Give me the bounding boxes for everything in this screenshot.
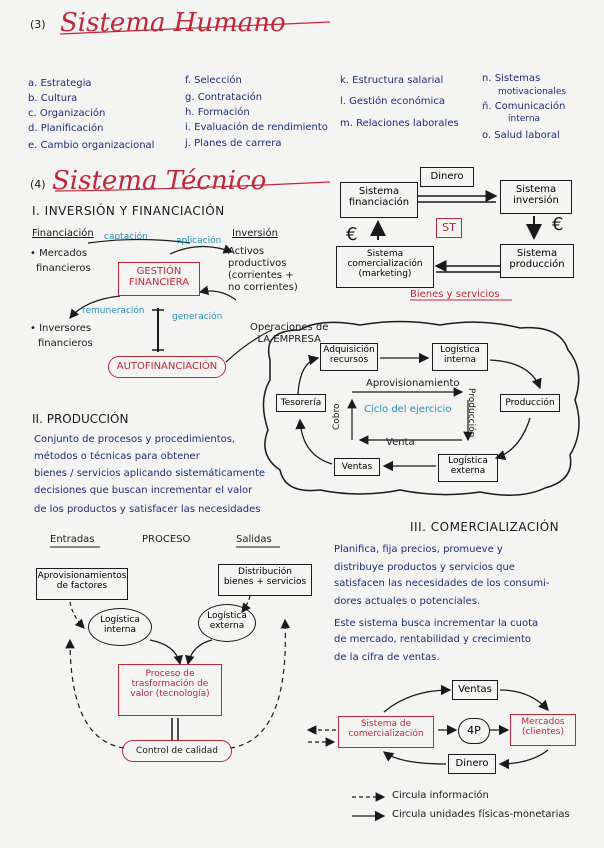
section3-number: (3) [30, 18, 46, 31]
comercial-p2-3: de la cifra de ventas. [334, 652, 440, 663]
inversores-financieros: financieros [38, 338, 93, 349]
comercial-p1-1: Planifica, fija precios, promueve y [334, 544, 503, 555]
comercial-p1-2: distribuye productos y servicios que [334, 562, 515, 573]
euro-right: € [552, 214, 564, 235]
s3-item-f: f. Selección [185, 75, 242, 86]
inversion-label: Inversión [232, 228, 278, 239]
bienes-servicios-label: Bienes y servicios [410, 289, 500, 300]
inversion-heading: I. INVERSIÓN Y FINANCIACIÓN [32, 204, 225, 218]
s3-item-i: i. Evaluación de rendimiento [185, 122, 328, 133]
s3-item-m: m. Relaciones laborales [340, 118, 459, 129]
euro-left: € [346, 224, 358, 245]
mercados-financieros: financieros [36, 263, 91, 274]
st-box: ST [436, 218, 462, 238]
aprovisionamiento-label: Aprovisionamiento [366, 378, 460, 389]
aplicacion-label: aplicación [176, 236, 222, 246]
produccion-text-4: decisiones que buscan incrementar el val… [34, 485, 253, 496]
s3-item-d: d. Planificación [28, 123, 104, 134]
s3-item-n: n. Sistemas [482, 73, 541, 84]
dinero-box: Dinero [420, 167, 474, 187]
log-externa-oval: Logística externa [198, 604, 256, 642]
s3-item-j: j. Planes de carrera [185, 138, 282, 149]
section4-title: Sistema Técnico [52, 166, 267, 196]
s3-item-b: b. Cultura [28, 93, 78, 104]
s3-item-a: a. Estrategia [28, 78, 92, 89]
captacion-label: captación [104, 232, 148, 242]
tesoreria-box: Tesorería [276, 394, 326, 412]
legend-unidades: Circula unidades físicas-monetarias [392, 809, 570, 820]
generacion-label: generación [172, 312, 223, 322]
s3-item-l: l. Gestión económica [340, 96, 445, 107]
section3-title: Sistema Humano [60, 8, 286, 38]
aprovisionamientos-box: Aprovisionamientos de factores [36, 568, 128, 600]
legend-informacion: Circula información [392, 790, 489, 801]
s3-item-c: c. Organización [28, 108, 106, 119]
produccion-text-1: Conjunto de procesos y procedimientos, [34, 434, 236, 445]
inversores-label: • Inversores [30, 323, 92, 334]
produccion-text-3: bienes / servicios aplicando sistemática… [34, 468, 266, 479]
s3-item-k: k. Estructura salarial [340, 75, 444, 86]
produccion-box: Producción [500, 394, 560, 412]
sistema-financiacion-box: Sistema financiación [340, 182, 418, 218]
autofinanciacion-oval: AUTOFINANCIACIÓN [108, 356, 226, 378]
produccion-text-2: métodos o técnicas para obtener [34, 451, 200, 462]
ventas-box: Ventas [334, 458, 380, 476]
entradas-label: Entradas [50, 534, 95, 545]
dinero-box-comercial: Dinero [448, 754, 496, 774]
distribucion-box: Distribución bienes + servicios [218, 564, 312, 596]
mercados-box: Mercados (clientes) [510, 714, 576, 746]
produccion-vertical-label: Producción [466, 388, 476, 438]
comercial-p1-4: dores actuales o potenciales. [334, 596, 481, 607]
sistema-comercializacion-box: Sistema comercialización (marketing) [336, 246, 434, 288]
sistema-produccion-box: Sistema producción [500, 244, 574, 278]
comercializacion-heading: III. COMERCIALIZACIÓN [410, 520, 560, 534]
sistema-inversion-box: Sistema inversión [500, 180, 572, 214]
ventas-box-comercial: Ventas [452, 680, 498, 700]
s3-item-o: o. Salud laboral [482, 130, 560, 141]
adquisicion-box: Adquisición recursos [320, 343, 378, 371]
proceso-transformacion-box: Proceso de trasformación de valor (tecno… [118, 664, 222, 716]
mercados-label: • Mercados [30, 248, 88, 259]
log-externa-box: Logística externa [438, 454, 498, 482]
s3-item-n2: motivacionales [498, 87, 567, 97]
s3-item-g: g. Contratación [185, 92, 263, 103]
control-calidad-oval: Control de calidad [122, 740, 232, 762]
s3-item-ñ: ñ. Comunicación [482, 101, 566, 112]
financiacion-label: Financiación [32, 228, 94, 239]
4p-oval: 4P [458, 718, 490, 744]
operaciones-label: Operaciones de LA EMPRESA [250, 322, 329, 345]
produccion-text-5: de los productos y satisfacer las necesi… [34, 504, 261, 515]
ciclo-ejercicio-label: Ciclo del ejercicio [364, 404, 452, 415]
log-interna-box: Logística interna [432, 343, 488, 371]
section4-number: (4) [30, 178, 46, 191]
s3-item-e: e. Cambio organizacional [28, 140, 155, 151]
cobro-label: Cobro [332, 403, 342, 430]
s3-item-h: h. Formación [185, 107, 250, 118]
activos-productivos: Activos productivos (corrientes + no cor… [228, 246, 298, 293]
venta-label: Venta [386, 437, 415, 448]
produccion-heading: II. PRODUCCIÓN [32, 412, 129, 426]
comercial-p2-1: Este sistema busca incrementar la cuota [334, 618, 539, 629]
salidas-label: Salidas [236, 534, 272, 545]
proceso-label: PROCESO [142, 534, 191, 545]
sistema-comercializacion-box-2: Sistema de comercialización [338, 716, 434, 748]
gestion-financiera-box: GESTIÓN FINANCIERA [118, 262, 200, 296]
comercial-p2-2: de mercado, rentabilidad y crecimiento [334, 634, 531, 645]
comercial-p1-3: satisfacen las necesidades de los consum… [334, 578, 550, 589]
log-interna-oval: Logística interna [88, 608, 152, 646]
s3-item-ñ2: interna [508, 114, 541, 124]
remuneracion-label: remuneración [82, 306, 145, 316]
